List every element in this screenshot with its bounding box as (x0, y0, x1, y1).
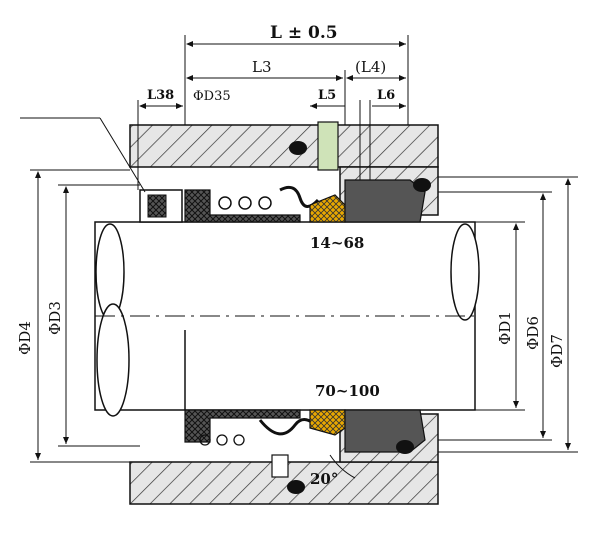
label-D35: ΦD35 (193, 89, 231, 104)
label-range-large: 70~100 (315, 382, 380, 400)
label-L4: (L4) (355, 58, 386, 76)
label-L38: L38 (147, 88, 174, 103)
dimension-lines (20, 35, 578, 479)
stationary-seat-bottom (271, 409, 426, 494)
label-range-small: 14~68 (310, 234, 364, 252)
label-D6: ΦD6 (524, 316, 542, 350)
label-angle: 20° (310, 470, 338, 488)
label-D1: ΦD1 (496, 311, 514, 345)
label-L: L ± 0.5 (270, 23, 338, 43)
label-L3: L3 (252, 58, 272, 76)
rotating-assembly-top (139, 185, 346, 223)
shaft (94, 221, 480, 417)
label-D7: ΦD7 (548, 334, 566, 368)
rotating-assembly-bottom (184, 409, 346, 446)
label-D4: ΦD4 (16, 321, 34, 355)
stationary-seat-top (289, 121, 431, 223)
label-D3: ΦD3 (46, 301, 64, 335)
label-L5: L5 (318, 88, 336, 103)
label-L6: L6 (377, 88, 395, 103)
